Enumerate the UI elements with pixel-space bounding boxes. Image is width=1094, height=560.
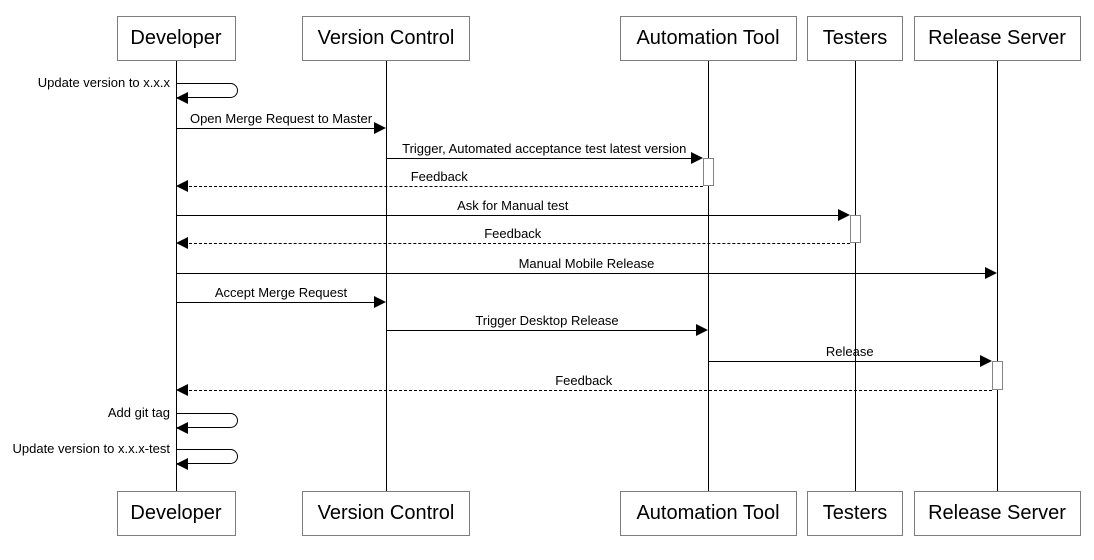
participant-top-box-automation-tool: Automation Tool (619, 16, 797, 61)
self-message-loop (176, 413, 238, 428)
arrowhead (176, 384, 188, 397)
message-label: Release (825, 344, 874, 359)
participant-top-box-release-server: Release Server (913, 16, 1081, 61)
arrowhead (176, 92, 188, 105)
participant-bottom-box-developer: Developer (116, 491, 236, 536)
lifeline-developer (176, 61, 177, 491)
participant-label-release-server: Release Server (928, 27, 1066, 49)
activation-automation-tool (702, 158, 714, 186)
participant-label-testers: Testers (822, 502, 888, 524)
message-line (176, 273, 994, 274)
lifeline-version-control (386, 61, 387, 491)
message-line (179, 390, 992, 391)
message-label: Trigger Desktop Release (475, 313, 619, 328)
message-label: Feedback (555, 373, 613, 388)
arrowhead (176, 180, 188, 193)
participant-label-testers: Testers (822, 27, 888, 49)
participant-top-box-testers: Testers (807, 16, 903, 61)
participant-bottom-box-testers: Testers (807, 491, 903, 536)
message-label: Feedback (410, 169, 468, 184)
arrowhead (696, 324, 708, 337)
arrowhead (979, 355, 992, 368)
lifeline-testers (855, 61, 856, 491)
message-label: Add git tag (107, 405, 170, 420)
activation-testers (849, 215, 861, 243)
self-message-loop (176, 83, 238, 98)
message-label: Open Merge Request to Master (189, 111, 373, 126)
arrowhead (985, 267, 997, 280)
message-label: Update version to x.x.x (37, 75, 170, 90)
arrowhead (176, 237, 188, 250)
message-line (708, 361, 989, 362)
arrowhead (176, 422, 188, 435)
arrowhead (690, 152, 703, 165)
message-label: Update version to x.x.x-test (12, 441, 170, 456)
participant-label-developer: Developer (130, 27, 222, 49)
arrowhead (374, 296, 386, 309)
message-line (176, 215, 847, 216)
self-message-loop (176, 449, 238, 464)
lifeline-release-server (997, 61, 998, 491)
participant-bottom-box-version-control: Version Control (302, 491, 470, 536)
message-line (179, 243, 850, 244)
message-line (176, 302, 383, 303)
participant-bottom-box-automation-tool: Automation Tool (619, 491, 797, 536)
message-line (176, 128, 383, 129)
participant-label-version-control: Version Control (317, 27, 455, 49)
arrowhead (374, 122, 386, 135)
participant-top-box-developer: Developer (116, 16, 236, 61)
participant-label-automation-tool: Automation Tool (636, 27, 780, 49)
participant-label-release-server: Release Server (928, 502, 1066, 524)
participant-label-version-control: Version Control (317, 502, 455, 524)
message-label: Ask for Manual test (457, 198, 569, 213)
arrowhead (176, 458, 188, 471)
message-line (386, 158, 700, 159)
message-line (179, 186, 703, 187)
participant-bottom-box-release-server: Release Server (913, 491, 1081, 536)
message-label: Accept Merge Request (214, 285, 348, 300)
message-line (386, 330, 705, 331)
message-label: Trigger, Automated acceptance test lates… (402, 141, 687, 156)
arrowhead (837, 209, 850, 222)
message-label: Feedback (484, 226, 542, 241)
lifeline-automation-tool (708, 61, 709, 491)
participant-label-automation-tool: Automation Tool (636, 502, 780, 524)
message-label: Manual Mobile Release (518, 256, 655, 271)
participant-label-developer: Developer (130, 502, 222, 524)
participant-top-box-version-control: Version Control (302, 16, 470, 61)
activation-release-server (991, 361, 1003, 390)
